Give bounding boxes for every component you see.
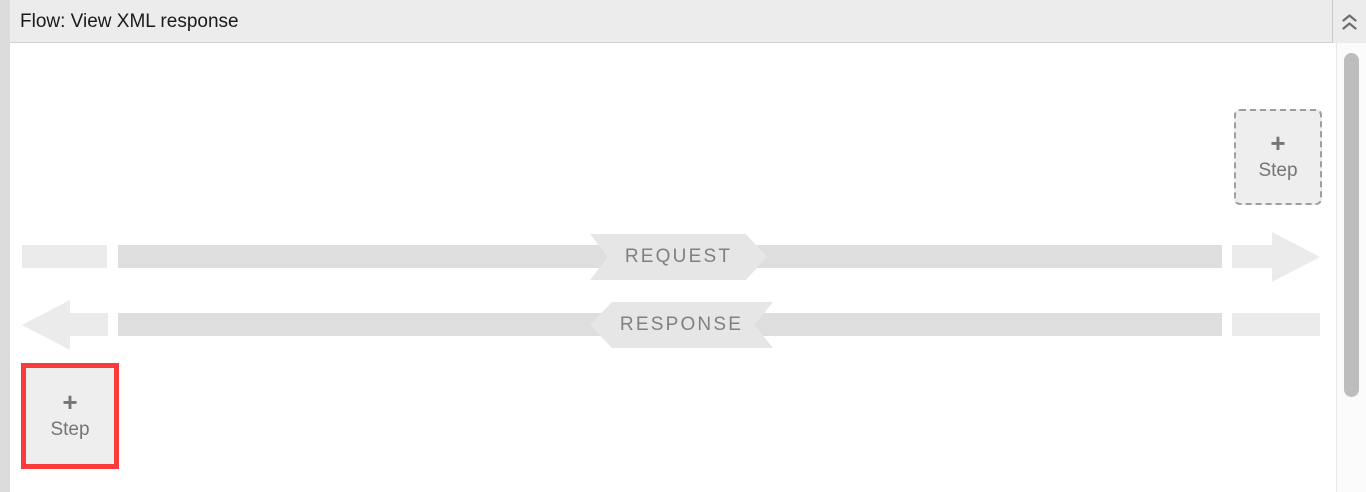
page-title: Flow: View XML response	[20, 10, 239, 32]
add-step-label: Step	[50, 419, 90, 440]
flow-row-response: RESPONSE	[10, 300, 1366, 350]
add-step-button-bottom[interactable]: + Step	[26, 368, 114, 464]
arrow-right-icon	[1272, 232, 1320, 282]
request-start-segment	[22, 245, 107, 268]
header-left-edge	[0, 0, 10, 43]
response-label: RESPONSE	[619, 314, 744, 335]
panel-header: Flow: View XML response	[0, 0, 1366, 43]
response-start-segment	[68, 313, 108, 336]
flow-canvas: + Step REQUEST RESPONSE +	[0, 43, 1366, 492]
chevron-double-up-icon	[1342, 13, 1357, 30]
scrollbar-thumb[interactable]	[1344, 53, 1359, 397]
add-step-button-top[interactable]: + Step	[1234, 109, 1322, 205]
arrow-left-icon	[22, 300, 70, 350]
flow-row-request: REQUEST	[10, 232, 1366, 282]
add-step-highlight-outline: + Step	[21, 363, 119, 469]
collapse-panel-button[interactable]	[1332, 0, 1366, 43]
plus-icon: +	[1270, 128, 1286, 158]
request-banner: REQUEST	[590, 234, 767, 280]
response-end-segment	[1232, 313, 1320, 336]
add-step-label: Step	[1258, 160, 1298, 181]
vertical-scrollbar[interactable]	[1336, 43, 1366, 492]
request-label: REQUEST	[624, 246, 733, 267]
plus-icon: +	[62, 387, 78, 417]
request-end-segment	[1232, 245, 1282, 268]
response-banner: RESPONSE	[590, 302, 773, 348]
